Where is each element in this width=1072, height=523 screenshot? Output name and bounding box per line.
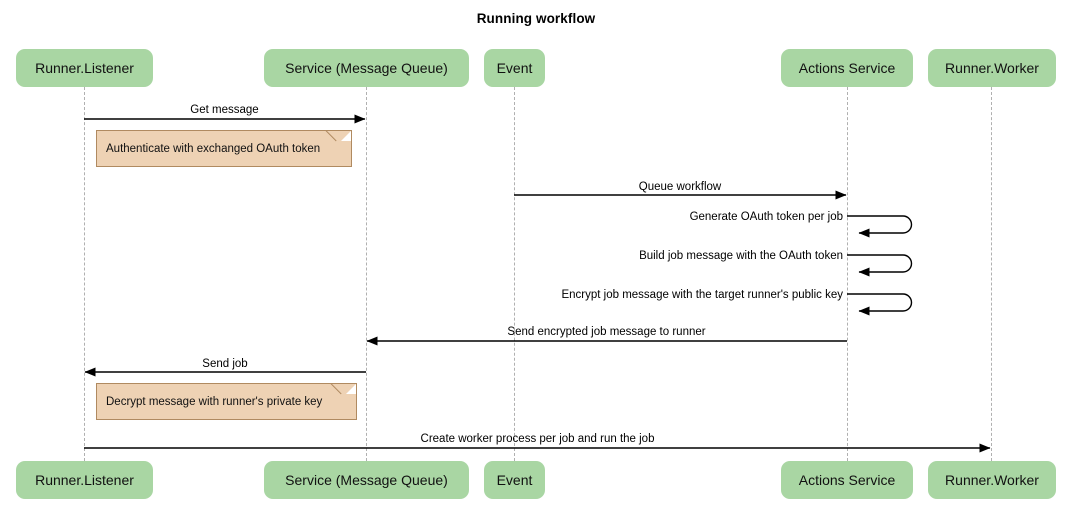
note-text: Authenticate with exchanged OAuth token [106,142,321,155]
note-text: Decrypt message with runner's private ke… [106,395,323,408]
note-fold-edge [325,131,337,142]
participant-event-top[interactable]: Event [484,49,545,87]
label-generate-oauth-token-per-job: Generate OAuth token per job [689,211,843,223]
participant-runner-listener-bottom[interactable]: Runner.Listener [16,461,153,499]
label-queue-workflow: Queue workflow [638,181,722,193]
note-decrypt-message-with-runners-private-key: Decrypt message with runner's private ke… [96,383,357,420]
label-send-job: Send job [202,358,248,370]
lifeline-event [514,87,515,461]
note-fold-edge [330,384,342,395]
participant-actions-service-bottom[interactable]: Actions Service [781,461,913,499]
label-build-job-message-with-the-oauth-token: Build job message with the OAuth token [639,250,843,262]
participant-runner-worker-bottom[interactable]: Runner.Worker [928,461,1056,499]
label-encrypt-job-message-with-the-target-runners-public-key: Encrypt job message with the target runn… [561,289,843,301]
page-title: Running workflow [476,11,596,26]
lifeline-runner-listener [84,87,85,461]
participant-runner-worker-top[interactable]: Runner.Worker [928,49,1056,87]
note-fold-corner [346,384,356,394]
arrow-build-job-message-with-the-oauth-token [847,254,913,277]
lifeline-actions-service [847,87,848,461]
participant-service-message-queue-bottom[interactable]: Service (Message Queue) [264,461,469,499]
participant-runner-listener-top[interactable]: Runner.Listener [16,49,153,87]
note-authenticate-with-exchanged-oauth-token: Authenticate with exchanged OAuth token [96,130,352,167]
participant-service-message-queue-top[interactable]: Service (Message Queue) [264,49,469,87]
lifeline-runner-worker [991,87,992,461]
lifeline-service-message-queue [366,87,367,461]
arrow-encrypt-job-message-with-the-target-runners-public-key [847,293,913,316]
note-fold-corner [341,131,351,141]
arrow-generate-oauth-token-per-job [847,215,913,238]
participant-event-bottom[interactable]: Event [484,461,545,499]
label-create-worker-process-per-job-and-run-the-job: Create worker process per job and run th… [420,433,655,445]
label-get-message: Get message [190,104,259,116]
label-send-encrypted-job-message-to-runner: Send encrypted job message to runner [507,326,706,338]
participant-actions-service-top[interactable]: Actions Service [781,49,913,87]
